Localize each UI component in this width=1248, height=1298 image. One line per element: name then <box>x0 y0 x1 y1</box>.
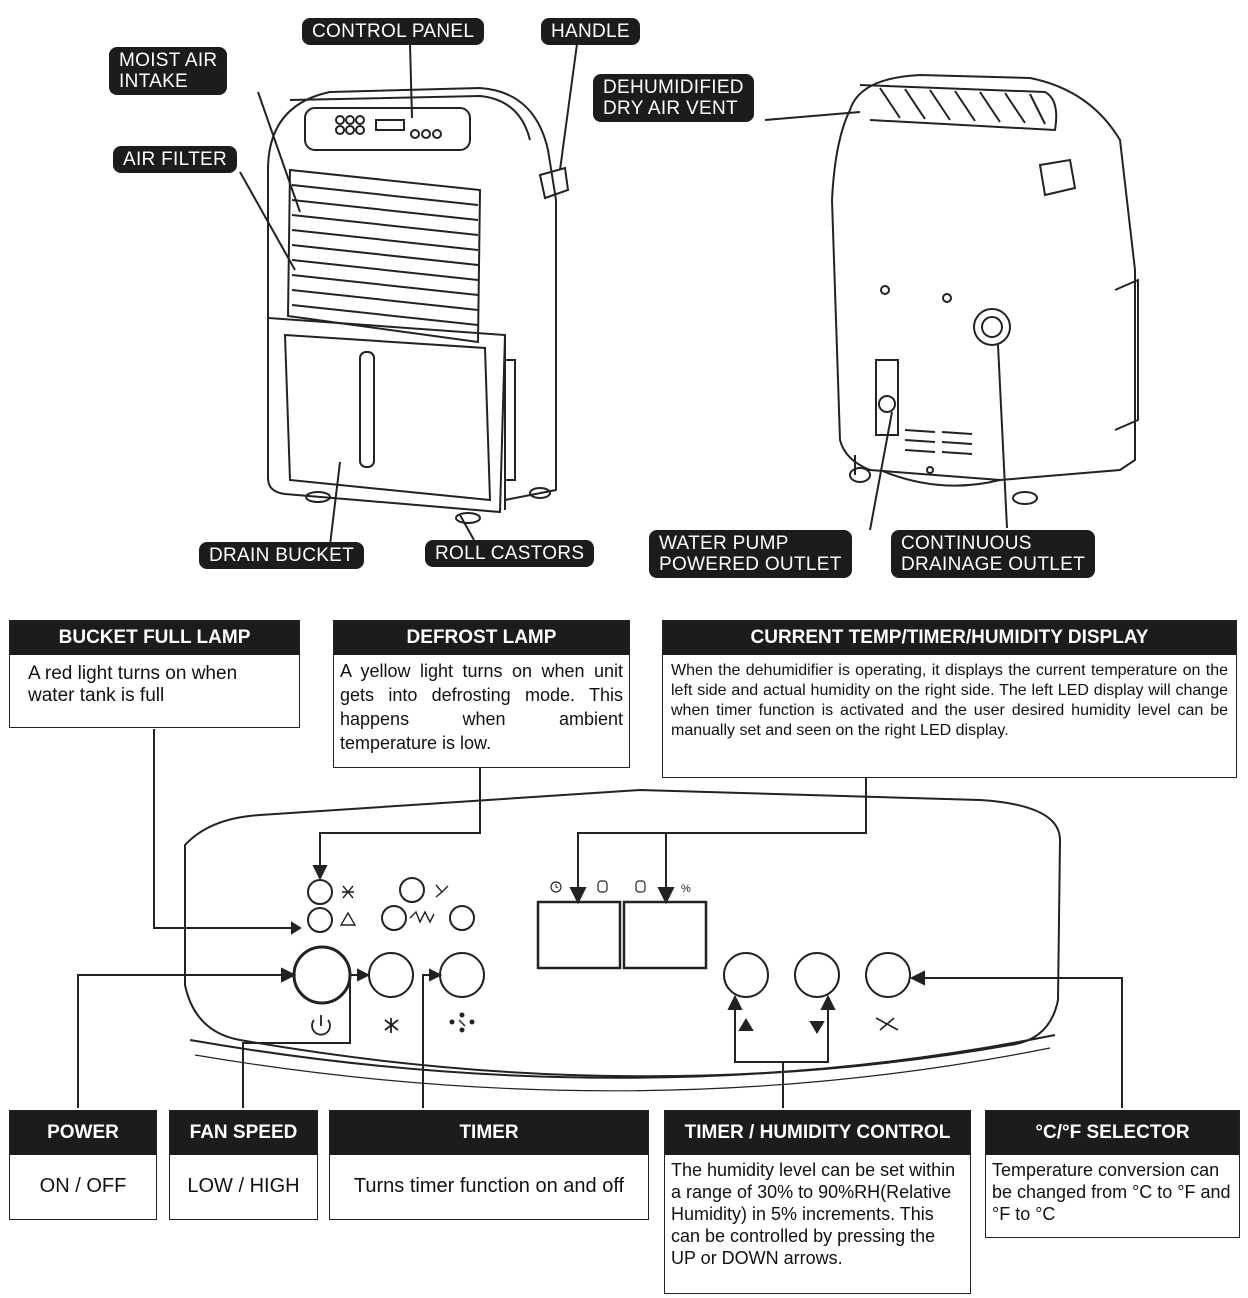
callout-fan-speed: FAN SPEED LOW / HIGH <box>169 1110 318 1220</box>
humidity-percent-symbol: % <box>681 883 691 895</box>
callout-timer-humidity-control: TIMER / HUMIDITY CONTROL The humidity le… <box>664 1110 971 1294</box>
callout-text: When the dehumidifier is operating, it d… <box>671 662 1228 739</box>
callout-title: TIMER <box>330 1111 648 1155</box>
callout-defrost-lamp: DEFROST LAMP A yellow light turns on whe… <box>333 620 630 768</box>
callout-text: Temperature conversion can be changed fr… <box>992 1160 1231 1224</box>
label-control-panel: CONTROL PANEL <box>302 18 485 45</box>
label-roll-castors: ROLL CASTORS <box>425 540 595 567</box>
dehumidifier-back-illustration <box>830 73 1139 505</box>
callout-title: DEFROST LAMP <box>334 621 629 655</box>
callout-text: A yellow light turns on when unit gets i… <box>340 661 623 753</box>
label-air-filter: AIR FILTER <box>113 146 237 173</box>
label-continuous-drainage-outlet: CONTINUOUS DRAINAGE OUTLET <box>891 530 1095 578</box>
label-water-pump-outlet: WATER PUMP POWERED OUTLET <box>649 530 852 578</box>
control-panel-illustration <box>184 788 1062 1092</box>
callout-text: A red light turns on when water tank is … <box>28 663 238 706</box>
dehumidifier-front-illustration <box>267 86 570 524</box>
callout-title: BUCKET FULL LAMP <box>10 621 299 655</box>
callout-timer: TIMER Turns timer function on and off <box>329 1110 649 1220</box>
callout-title: FAN SPEED <box>170 1111 317 1155</box>
callout-text: ON / OFF <box>39 1175 127 1197</box>
callout-cf-selector: °C/°F SELECTOR Temperature conversion ca… <box>985 1110 1240 1238</box>
callout-bucket-full-lamp: BUCKET FULL LAMP A red light turns on wh… <box>9 620 300 728</box>
callout-title: TIMER / HUMIDITY CONTROL <box>665 1111 970 1155</box>
label-moist-air-intake: MOIST AIR INTAKE <box>109 47 228 95</box>
callout-text: LOW / HIGH <box>187 1175 300 1197</box>
callout-title: °C/°F SELECTOR <box>986 1111 1239 1155</box>
label-drain-bucket: DRAIN BUCKET <box>199 542 365 569</box>
label-dehumidified-vent: DEHUMIDIFIED DRY AIR VENT <box>593 74 754 122</box>
callout-text: The humidity level can be set within a r… <box>671 1160 956 1268</box>
callout-power: POWER ON / OFF <box>9 1110 157 1220</box>
callout-title: POWER <box>10 1111 156 1155</box>
callout-text: Turns timer function on and off <box>353 1175 625 1197</box>
callout-display: CURRENT TEMP/TIMER/HUMIDITY DISPLAY When… <box>662 620 1237 778</box>
callout-title: CURRENT TEMP/TIMER/HUMIDITY DISPLAY <box>663 621 1236 655</box>
label-handle: HANDLE <box>541 18 640 45</box>
